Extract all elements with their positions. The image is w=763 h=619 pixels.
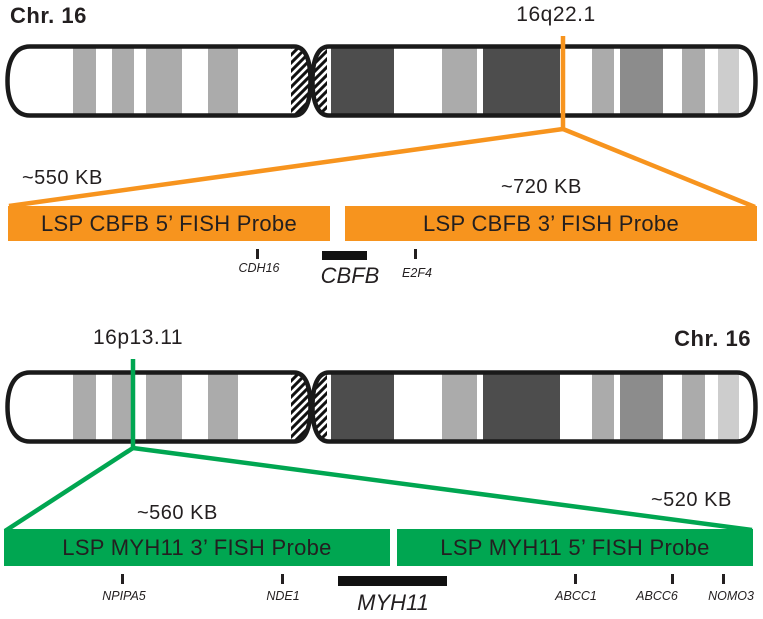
probe-size-myh11-5: ~520 KB (651, 489, 732, 511)
gene-tick-abcc6 (671, 574, 674, 584)
cytoband-label-16p13-11: 16p13.11 (92, 326, 184, 349)
gene-tick-abcc1 (574, 574, 577, 584)
gene-body-bar-cbfb (322, 251, 367, 260)
probe-box-cbfb-5: LSP CBFB 5’ FISH Probe (8, 206, 330, 241)
chromosome-title-bottom: Chr. 16 (674, 326, 751, 351)
gene-body-bar-myh11 (338, 576, 447, 586)
gene-label-cbfb: CBFB (320, 263, 380, 288)
funnel-line-orange-right (562, 126, 756, 210)
probe-size-myh11-3: ~560 KB (137, 502, 218, 524)
p-arm-bands (7, 46, 311, 116)
centromere-hatch-left (291, 46, 311, 116)
gene-label-myh11: MYH11 (357, 590, 429, 615)
cytoband-label-16q22-1: 16q22.1 (516, 3, 596, 26)
q-arm-bands (312, 46, 756, 116)
chromosome-title-top: Chr. 16 (10, 3, 87, 28)
probe-box-myh11-3: LSP MYH11 3’ FISH Probe (4, 529, 390, 566)
gene-label-e2f4: E2F4 (402, 266, 432, 280)
funnel-line-green-left (3, 446, 135, 533)
probe-box-myh11-5: LSP MYH11 5’ FISH Probe (397, 529, 753, 566)
probe-box-cbfb-3: LSP CBFB 3’ FISH Probe (345, 206, 757, 241)
gene-tick-e2f4 (414, 249, 417, 259)
p-arm-bands (7, 372, 311, 442)
gene-label-abcc6: ABCC6 (636, 589, 678, 603)
gene-label-abcc1: ABCC1 (555, 589, 597, 603)
chromosome-ideogram-top (5, 44, 758, 118)
gene-tick-npipa5 (121, 574, 124, 584)
gene-tick-cdh16 (256, 249, 259, 259)
gene-tick-nde1 (281, 574, 284, 584)
probe-size-cbfb-3: ~720 KB (501, 176, 582, 198)
gene-tick-nomo3 (722, 574, 725, 584)
q-arm-bands (312, 372, 756, 442)
gene-label-npipa5: NPIPA5 (102, 589, 146, 603)
gene-label-nde1: NDE1 (266, 589, 300, 603)
probe-size-cbfb-5: ~550 KB (22, 167, 103, 189)
centromere-hatch-left (291, 372, 311, 442)
gene-label-nomo3: NOMO3 (708, 589, 754, 603)
chromosome-ideogram-bottom (5, 370, 758, 444)
gene-label-cdh16: CDH16 (238, 261, 280, 275)
